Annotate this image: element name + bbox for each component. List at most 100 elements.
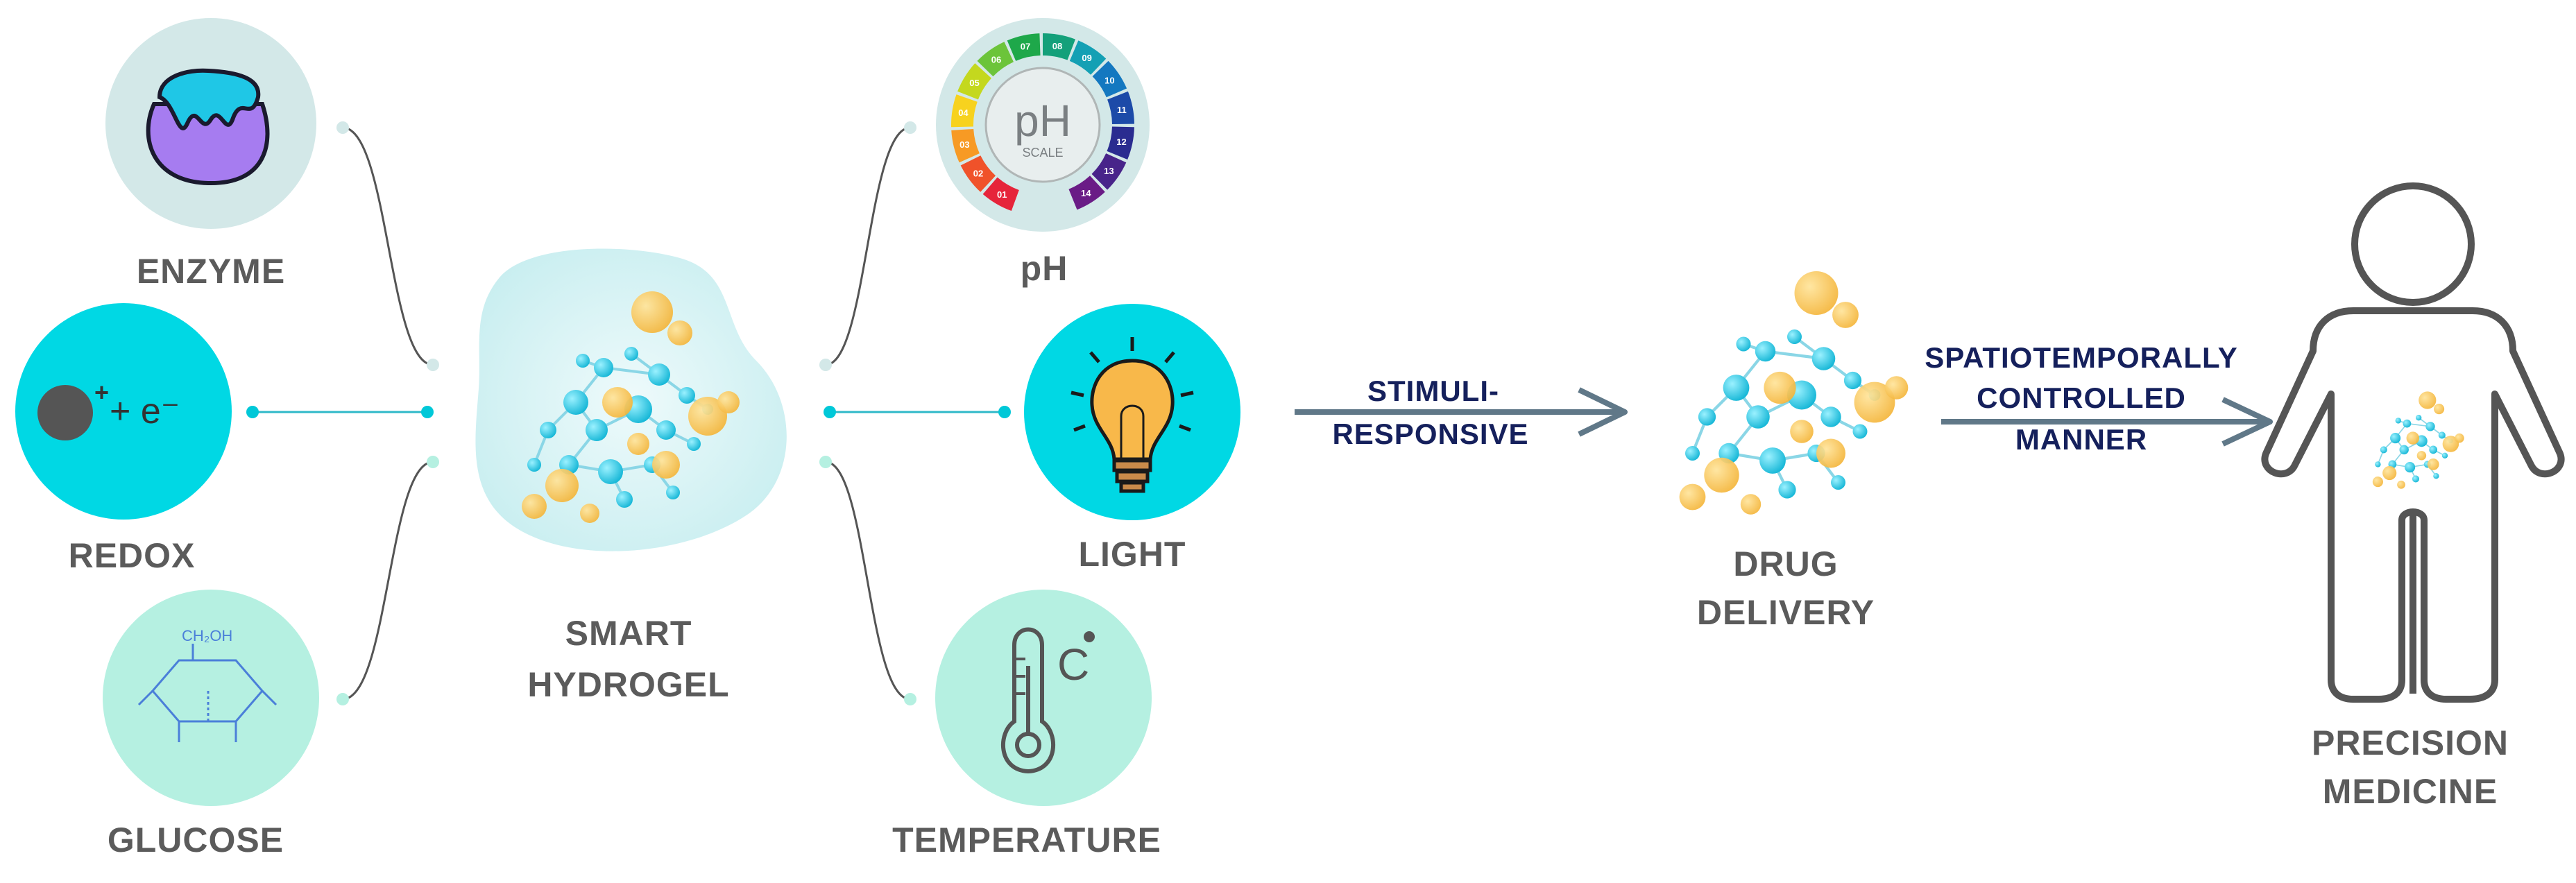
molecule-atom-orange <box>688 397 727 436</box>
molecule-atom-orange <box>2406 431 2420 445</box>
molecule-atom-blue <box>2441 452 2448 458</box>
arrow-spatiotemporal: SPATIOTEMPORALLY CONTROLLED MANNER <box>1925 341 2273 456</box>
molecule-atom-blue <box>586 419 608 441</box>
ph-scale-segment <box>960 155 996 192</box>
molecule-atom-orange <box>1884 376 1909 400</box>
molecule-atom-orange <box>2382 465 2397 481</box>
molecule-atom-blue <box>576 354 590 368</box>
molecule-atom-blue <box>2405 462 2416 473</box>
stimulus-enzyme: ENZYME <box>105 18 316 291</box>
molecule-atom-blue <box>1787 329 1802 344</box>
human-figure-icon <box>2261 182 2565 703</box>
molecule-atom-orange <box>522 494 547 519</box>
molecule-atom-blue <box>1759 447 1786 474</box>
ph-scale-segment <box>1092 60 1127 98</box>
ph-scale-number: 10 <box>1104 75 1114 85</box>
right-connectors <box>825 126 1005 701</box>
molecule-atom-blue <box>2429 445 2438 454</box>
molecule-atom-orange <box>580 504 599 523</box>
molecule-atom-blue <box>1698 408 1716 426</box>
glucose-circle <box>103 590 319 806</box>
molecule-atom-orange <box>1740 494 1762 515</box>
molecule-atom-orange <box>545 469 579 502</box>
ph-scale-number: 12 <box>1116 137 1126 147</box>
light-label: LIGHT <box>1079 535 1186 574</box>
ph-scale-segment <box>1043 33 1075 60</box>
smart-hydrogel: SMART HYDROGEL <box>475 248 787 704</box>
ph-scale-number: 01 <box>997 189 1007 200</box>
molecule-atom-orange <box>2416 451 2427 461</box>
molecule-atom-blue <box>1778 481 1796 499</box>
arrow2-label-line3: MANNER <box>2015 423 2147 456</box>
right-connector-dots <box>819 121 1011 705</box>
ph-label: pH <box>1021 249 1068 288</box>
ph-scale-segment <box>951 128 980 163</box>
ph-scale-number: 05 <box>969 78 979 88</box>
molecule-atom-orange <box>1764 371 1796 404</box>
molecule-atom-blue <box>2395 418 2401 424</box>
outcome-label-line1: PRECISION <box>2312 723 2509 762</box>
molecule-atom-blue <box>1746 405 1770 429</box>
molecule-atom-orange <box>717 391 740 413</box>
body-molecule-cluster <box>2372 391 2464 489</box>
molecule-atom-blue <box>2416 415 2422 421</box>
molecule-atom-blue <box>679 387 695 404</box>
redox-icon: + + e⁻ <box>37 378 180 440</box>
stimulus-glucose: CH₂OH GLUCOSE <box>103 590 319 859</box>
ph-scale-segment <box>1107 91 1134 125</box>
molecule-atom-blue <box>1843 371 1862 390</box>
arrow1-label-line2: RESPONSIVE <box>1332 418 1528 450</box>
stimulus-temperature: C TEMPERATURE <box>892 590 1161 859</box>
ph-scale-segment <box>957 63 992 100</box>
ph-scale-number: 13 <box>1104 166 1114 176</box>
molecule-atom-orange <box>1790 420 1814 443</box>
arrow2-label-line1: SPATIOTEMPORALLY <box>1925 341 2238 374</box>
precision-medicine: PRECISION MEDICINE <box>2261 182 2565 811</box>
molecule-atom-blue <box>1723 375 1750 401</box>
glucose-label: GLUCOSE <box>108 821 284 859</box>
ph-scale-number: 02 <box>973 168 983 178</box>
redox-circle <box>15 303 232 520</box>
ph-scale-segment <box>1069 40 1107 75</box>
ph-scale-number: 08 <box>1052 41 1062 51</box>
enzyme-icon <box>146 68 270 186</box>
redox-equation: + e⁻ <box>110 391 180 431</box>
thermometer-icon <box>1000 627 1056 774</box>
ph-scale-number: 07 <box>1021 42 1030 52</box>
left-connector-dots <box>246 121 439 705</box>
glucose-top-group: CH₂OH <box>182 627 232 644</box>
temperature-unit: C <box>1057 640 1089 689</box>
molecule-atom-orange <box>2419 391 2437 409</box>
temperature-label: TEMPERATURE <box>892 821 1161 859</box>
molecule-atom-blue <box>1831 475 1845 490</box>
molecule-atom-orange <box>1854 382 1895 423</box>
molecule-atom-orange <box>2372 477 2383 488</box>
molecule-atom-blue <box>656 420 676 440</box>
ph-scale-segment <box>1107 126 1134 160</box>
arrow2-label-line2: CONTROLLED <box>1977 382 2186 414</box>
molecule-atom-orange <box>1832 302 1859 328</box>
ph-scale-number: 06 <box>991 54 1001 65</box>
molecule-atom-blue <box>1811 347 1836 370</box>
drug-label-line2: DELIVERY <box>1697 593 1875 632</box>
molecule-atom-blue <box>2438 431 2446 439</box>
hydrogel-molecule-cluster <box>522 291 740 523</box>
molecule-atom-blue <box>2399 445 2409 455</box>
outcome-label-line2: MEDICINE <box>2323 772 2498 811</box>
molecule-atom-blue <box>594 358 613 377</box>
molecule-atom-blue <box>2403 419 2412 428</box>
stimulus-light: LIGHT <box>1024 304 1240 574</box>
arrow-stimuli-responsive: STIMULI- RESPONSIVE <box>1295 375 1628 450</box>
molecule-atom-blue <box>1820 406 1841 427</box>
enzyme-label: ENZYME <box>137 252 285 291</box>
molecule-atom-blue <box>2412 475 2420 483</box>
molecule-atom-blue <box>2380 446 2387 454</box>
molecule-atom-orange <box>631 291 673 333</box>
redox-charge: + <box>94 378 109 406</box>
molecule-atom-blue <box>540 422 556 438</box>
molecule-atom-blue <box>1755 341 1776 362</box>
glucose-molecule-icon: CH₂OH <box>137 627 278 742</box>
molecule-atom-orange <box>2442 436 2459 452</box>
